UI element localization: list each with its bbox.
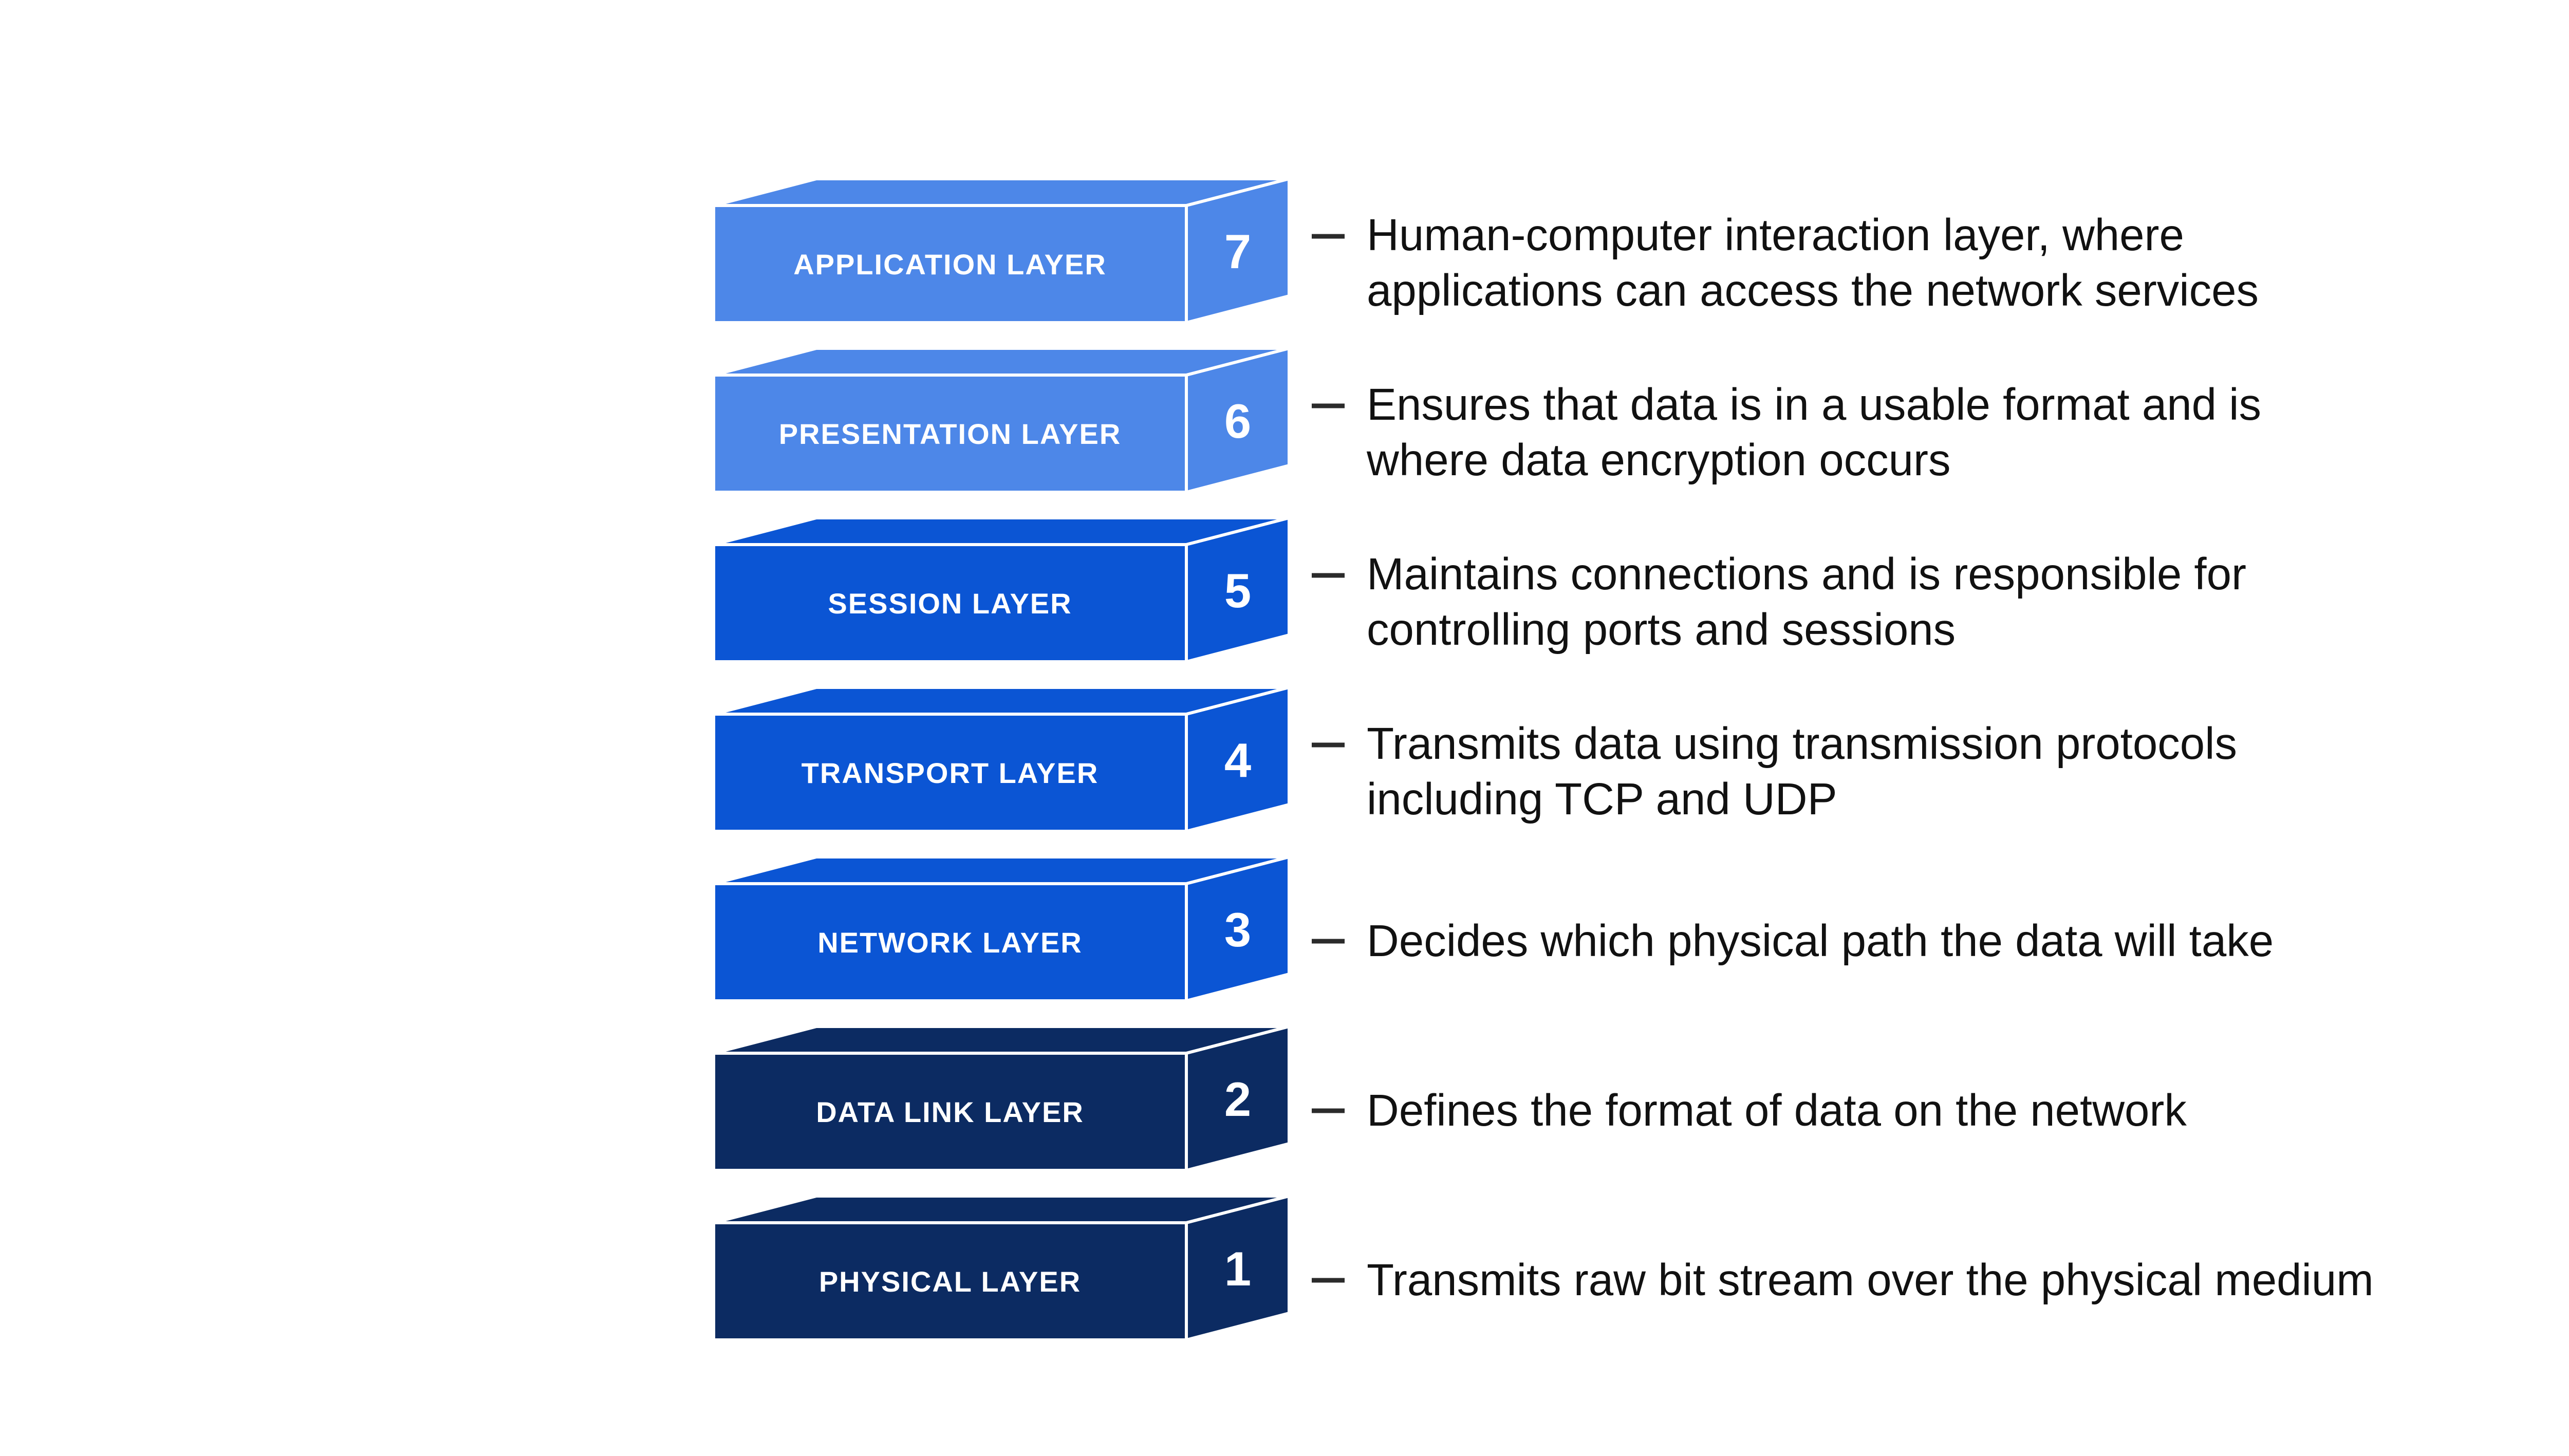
- layer-number-label: 6: [1224, 394, 1251, 448]
- layer-name-label: APPLICATION LAYER: [793, 248, 1107, 281]
- description-line: Ensures that data is in a usable format …: [1367, 380, 2261, 430]
- description-line: Decides which physical path the data wil…: [1367, 916, 2274, 966]
- layer-description: Transmits data using transmission protoc…: [1367, 716, 2237, 827]
- block-front-face: [713, 1052, 1188, 1171]
- description-line: Defines the format of data on the networ…: [1367, 1086, 2187, 1135]
- description-line: Transmits data using transmission protoc…: [1367, 719, 2237, 769]
- layer-name-label: TRANSPORT LAYER: [802, 757, 1099, 789]
- layer-block-3d: PHYSICAL LAYER 1: [713, 1195, 1290, 1341]
- layer-description: Human-computer interaction layer, where …: [1367, 208, 2259, 319]
- layer-block-3d: SESSION LAYER 5: [713, 517, 1290, 663]
- layer-description: Maintains connections and is responsible…: [1367, 547, 2246, 658]
- layer-block-3d: PRESENTATION LAYER 6: [713, 347, 1290, 493]
- layer-number-label: 3: [1224, 903, 1251, 957]
- connector-dash: [1312, 1108, 1345, 1113]
- osi-layer-row-session: SESSION LAYER 5 Maintains connections an…: [713, 517, 2569, 686]
- layer-number-label: 5: [1224, 564, 1251, 618]
- layer-number-label: 4: [1224, 733, 1251, 787]
- description-line: Maintains connections and is responsible…: [1367, 549, 2246, 599]
- description-line: Human-computer interaction layer, where: [1367, 210, 2184, 260]
- layer-name-label: NETWORK LAYER: [817, 926, 1083, 959]
- osi-layer-row-presentation: PRESENTATION LAYER 6 Ensures that data i…: [713, 347, 2569, 517]
- block-front-face: [713, 543, 1188, 663]
- layer-description: Transmits raw bit stream over the physic…: [1367, 1253, 2374, 1308]
- description-line: controlling ports and sessions: [1367, 605, 1956, 655]
- block-front-face: [713, 1221, 1188, 1341]
- osi-layer-row-physical: PHYSICAL LAYER 1 Transmits raw bit strea…: [713, 1195, 2569, 1365]
- description-line: including TCP and UDP: [1367, 774, 1837, 824]
- connector-dash: [1312, 742, 1345, 748]
- description-line: Transmits raw bit stream over the physic…: [1367, 1255, 2374, 1305]
- connector-dash: [1312, 234, 1345, 239]
- connector-dash: [1312, 403, 1345, 408]
- osi-layer-row-application: APPLICATION LAYER 7 Human-computer inter…: [713, 178, 2569, 347]
- description-line: where data encryption occurs: [1367, 435, 1951, 485]
- block-front-face: [713, 374, 1188, 493]
- layer-block-3d: TRANSPORT LAYER 4: [713, 686, 1290, 832]
- osi-layer-row-network: NETWORK LAYER 3 Decides which physical p…: [713, 856, 2569, 1025]
- layer-block-3d: DATA LINK LAYER 2: [713, 1025, 1290, 1171]
- layer-block-3d: APPLICATION LAYER 7: [713, 178, 1290, 324]
- osi-layer-row-transport: TRANSPORT LAYER 4 Transmits data using t…: [713, 686, 2569, 856]
- layer-description: Ensures that data is in a usable format …: [1367, 377, 2261, 488]
- connector-dash: [1312, 1278, 1345, 1283]
- block-front-face: [713, 204, 1188, 324]
- layer-block-3d: NETWORK LAYER 3: [713, 856, 1290, 1002]
- layer-name-label: PRESENTATION LAYER: [779, 418, 1122, 450]
- block-front-face: [713, 882, 1188, 1002]
- layer-name-label: PHYSICAL LAYER: [819, 1265, 1081, 1298]
- layer-name-label: SESSION LAYER: [828, 587, 1072, 620]
- layer-description: Defines the format of data on the networ…: [1367, 1083, 2187, 1138]
- layer-number-label: 2: [1224, 1072, 1251, 1126]
- layer-name-label: DATA LINK LAYER: [816, 1096, 1084, 1128]
- layer-number-label: 7: [1224, 225, 1251, 278]
- connector-dash: [1312, 939, 1345, 944]
- block-front-face: [713, 713, 1188, 832]
- description-line: applications can access the network serv…: [1367, 266, 2259, 315]
- connector-dash: [1312, 573, 1345, 578]
- osi-layer-row-data-link: DATA LINK LAYER 2 Defines the format of …: [713, 1025, 2569, 1195]
- layer-description: Decides which physical path the data wil…: [1367, 913, 2274, 969]
- layer-number-label: 1: [1224, 1242, 1251, 1296]
